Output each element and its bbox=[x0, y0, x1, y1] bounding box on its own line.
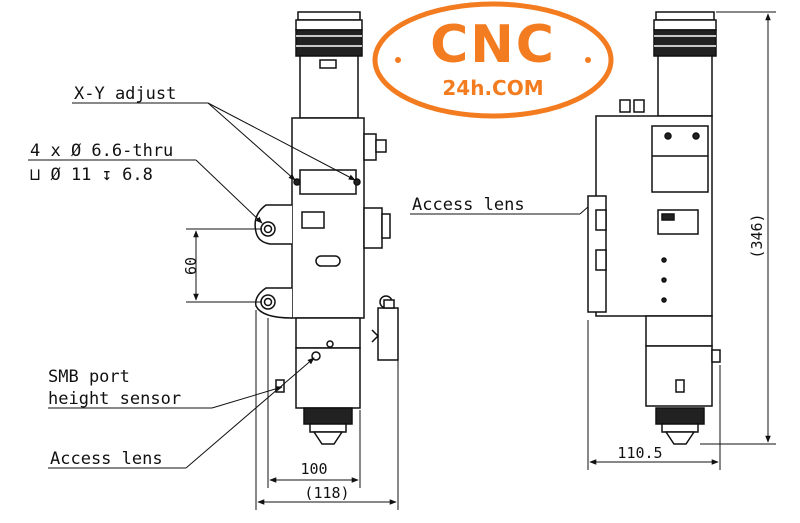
front-dimensions bbox=[186, 228, 399, 510]
dim-body-width: 100 bbox=[300, 460, 327, 478]
label-height-sensor: height sensor bbox=[48, 389, 181, 409]
label-holes-thru: 4 x Ø 6.6-thru bbox=[30, 141, 173, 161]
label-smb-port: SMB port bbox=[48, 367, 130, 387]
side-dimensions bbox=[587, 11, 776, 470]
front-view bbox=[254, 11, 399, 445]
cnc24h-logo: CNC 24h.COM bbox=[372, 1, 614, 119]
logo-brand-text: CNC bbox=[430, 15, 556, 75]
label-holes-counterbore: ⊔ Ø 11 ↧ 6.8 bbox=[30, 165, 153, 185]
label-access-lens-side: Access lens bbox=[412, 195, 525, 215]
logo-domain-text: 24h.COM bbox=[442, 76, 543, 100]
dim-overall-height: (346) bbox=[748, 213, 766, 258]
side-view bbox=[587, 11, 721, 445]
dim-hole-spacing: 60 bbox=[182, 257, 200, 275]
dim-side-width: 110.5 bbox=[617, 444, 662, 462]
label-xy-adjust: X-Y adjust bbox=[74, 84, 176, 104]
dim-overall-width: (118) bbox=[304, 484, 349, 502]
label-access-lens-front: Access lens bbox=[50, 449, 163, 469]
